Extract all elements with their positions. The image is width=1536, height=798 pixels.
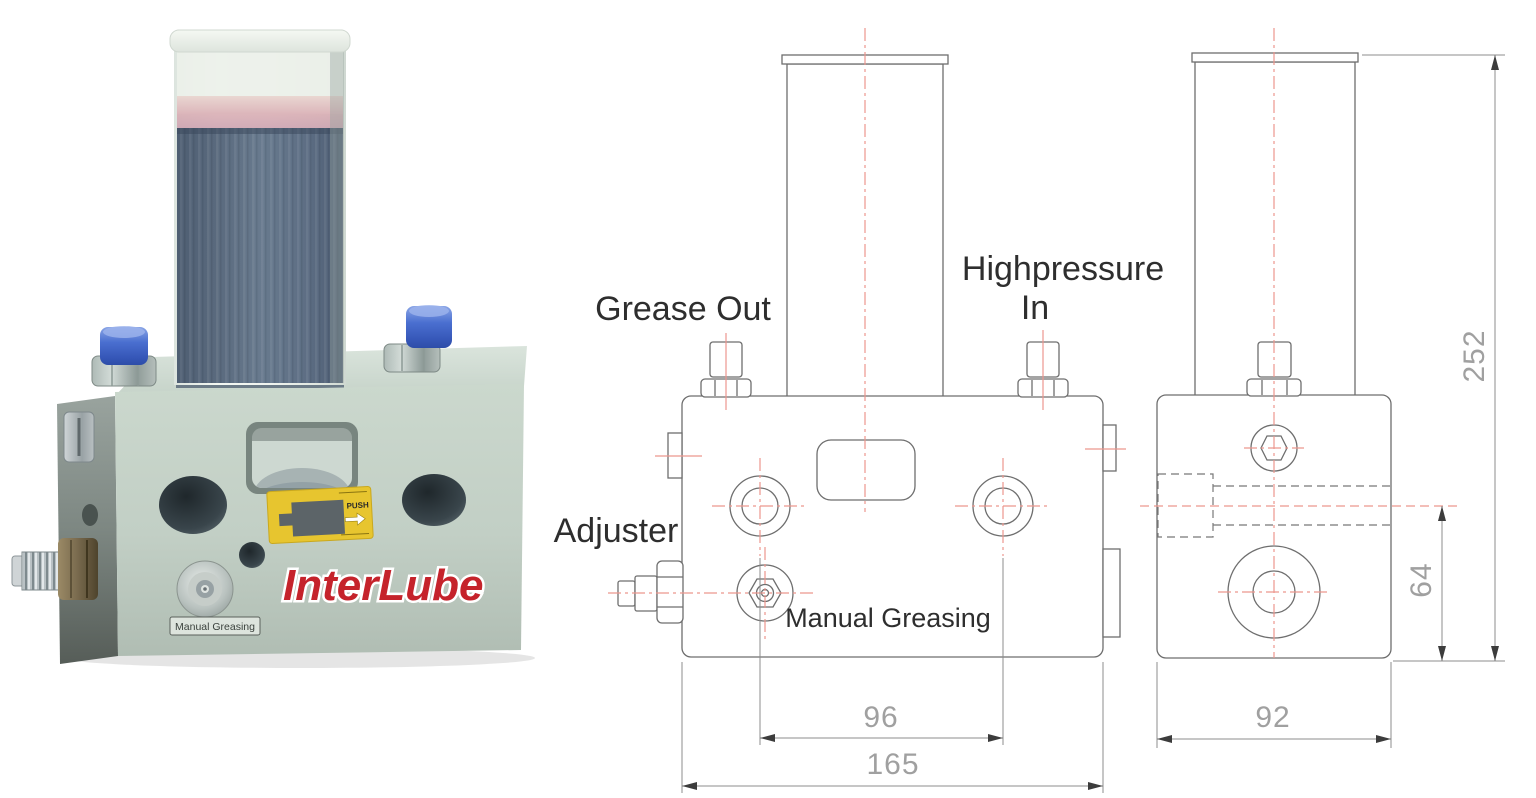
right-port-cap bbox=[383, 305, 452, 373]
right-mount-hole bbox=[402, 474, 466, 526]
left-mount-hole bbox=[159, 476, 227, 534]
manual-greasing-plate: Manual Greasing bbox=[169, 616, 261, 636]
front-centerlines bbox=[608, 28, 1126, 641]
small-hole bbox=[239, 542, 265, 568]
label-highpressure-line2: In bbox=[1021, 289, 1049, 327]
dim-165: 165 bbox=[681, 662, 1104, 793]
adjuster-assembly bbox=[617, 560, 684, 624]
front-view bbox=[608, 28, 1126, 658]
left-port-cap bbox=[91, 326, 157, 387]
drawing-labels: Grease Out Highpressure In Adjuster Manu… bbox=[554, 250, 1164, 633]
plate-text: Manual Greasing bbox=[175, 621, 255, 633]
dim-252: 252 bbox=[1362, 54, 1505, 661]
front-window bbox=[816, 439, 916, 501]
side-bolt bbox=[11, 538, 98, 600]
sticker-push-text: PUSH bbox=[346, 500, 369, 510]
dim-64-text: 64 bbox=[1405, 562, 1438, 597]
side-reservoir-cap bbox=[1191, 52, 1359, 63]
label-grease-out: Grease Out bbox=[595, 290, 771, 328]
dim-96: 96 bbox=[759, 558, 1004, 745]
label-adjuster: Adjuster bbox=[554, 512, 679, 550]
grease-reservoir bbox=[169, 29, 351, 388]
dim-92: 92 bbox=[1156, 662, 1392, 748]
side-view bbox=[1140, 28, 1462, 659]
interlube-logo: InterLube bbox=[283, 561, 483, 610]
front-right-tab-bottom bbox=[1102, 548, 1121, 638]
sight-window bbox=[246, 422, 358, 494]
reservoir-lip bbox=[169, 29, 351, 53]
front-right-tab-top bbox=[1102, 424, 1117, 472]
label-highpressure-line1: Highpressure bbox=[962, 250, 1164, 288]
dim-96-text: 96 bbox=[863, 701, 898, 734]
technical-drawing: 96 165 92 bbox=[554, 28, 1505, 793]
product-photo: PUSH InterLube Manual Greasing bbox=[11, 29, 535, 668]
dim-252-text: 252 bbox=[1458, 329, 1491, 382]
grease-nipple bbox=[176, 560, 234, 618]
dimensions: 96 165 92 bbox=[681, 54, 1505, 793]
side-hidden-lines bbox=[1157, 473, 1390, 538]
dim-64: 64 bbox=[1393, 506, 1505, 662]
label-manual-greasing: Manual Greasing bbox=[785, 603, 991, 633]
side-centerlines bbox=[1140, 28, 1462, 658]
push-sticker: PUSH bbox=[266, 485, 374, 545]
side-small-hole bbox=[82, 504, 98, 526]
dim-92-text: 92 bbox=[1255, 701, 1290, 734]
dim-165-text: 165 bbox=[866, 748, 919, 781]
